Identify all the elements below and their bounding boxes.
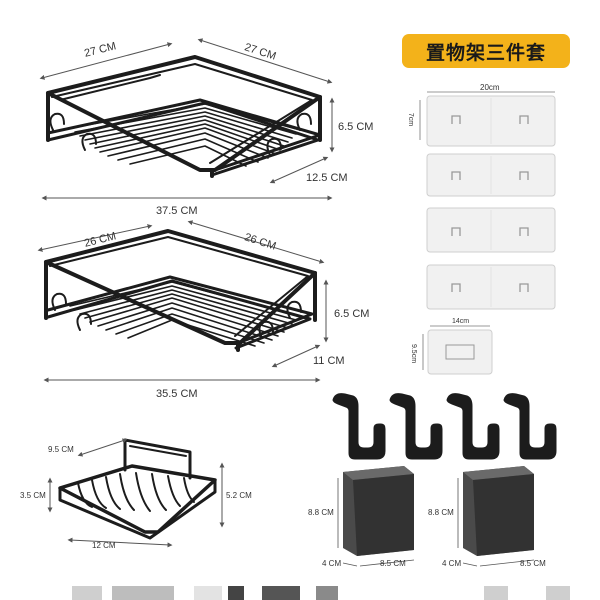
cup1-width: 8.5 CM bbox=[380, 559, 406, 568]
cup2-depth: 4 CM bbox=[442, 559, 462, 568]
hook-1 bbox=[332, 393, 386, 460]
hook-4 bbox=[503, 393, 557, 460]
thumbnail-1[interactable] bbox=[72, 586, 102, 600]
adhesive-pad-small bbox=[427, 329, 493, 375]
thumbnail-6[interactable] bbox=[316, 586, 338, 600]
cup2-width: 8.5 CM bbox=[520, 559, 546, 568]
soap-dish-rack bbox=[58, 438, 217, 540]
adhesive-large-height: 7cm bbox=[407, 112, 415, 127]
shelf2-span: 35.5 CM bbox=[156, 388, 198, 400]
cup1-depth: 4 CM bbox=[322, 559, 342, 568]
storage-cup-1 bbox=[337, 466, 415, 567]
thumbnail-3[interactable] bbox=[194, 586, 222, 600]
adhesive-large-width: 20cm bbox=[480, 83, 500, 92]
soap-width: 12 CM bbox=[92, 541, 116, 550]
thumbnail-5[interactable] bbox=[262, 586, 300, 600]
shelf2-dimension-lines bbox=[37, 220, 329, 383]
adhesive-pad-3 bbox=[426, 207, 556, 253]
soap-depth: 9.5 CM bbox=[48, 445, 74, 454]
storage-cup-2 bbox=[457, 466, 535, 567]
cup1-height: 8.8 CM bbox=[308, 508, 334, 517]
thumbnail-2[interactable] bbox=[112, 586, 174, 600]
title-badge: 置物架三件套 bbox=[402, 34, 570, 68]
adhesive-pad-2 bbox=[426, 153, 556, 197]
adhesive-pad-4 bbox=[426, 264, 556, 310]
adhesive-pad-1 bbox=[426, 95, 556, 147]
storage-cups bbox=[337, 466, 535, 567]
hook-2 bbox=[389, 393, 443, 460]
thumbnail-4[interactable] bbox=[228, 586, 244, 600]
shelf1-depth: 12.5 CM bbox=[306, 172, 348, 184]
cup2-height: 8.8 CM bbox=[428, 508, 454, 517]
thumbnail-7[interactable] bbox=[484, 586, 508, 600]
title-text: 置物架三件套 bbox=[425, 41, 546, 64]
adhesive-small-height: 9.5cm bbox=[410, 343, 418, 364]
shelf2-depth: 11 CM bbox=[313, 355, 345, 367]
shelf1-dimension-lines bbox=[39, 38, 335, 201]
soap-dimension-lines bbox=[47, 438, 225, 548]
soap-height-right: 5.2 CM bbox=[226, 491, 252, 500]
adhesive-small-width: 14cm bbox=[452, 318, 470, 325]
shelf2-height: 6.5 CM bbox=[334, 308, 370, 320]
hook-3 bbox=[446, 393, 500, 460]
soap-height-left: 3.5 CM bbox=[20, 491, 46, 500]
shelf1-span: 37.5 CM bbox=[156, 205, 198, 217]
hooks bbox=[332, 393, 557, 460]
shelf1-height: 6.5 CM bbox=[338, 121, 374, 133]
adhesive-pads bbox=[419, 91, 556, 375]
thumbnail-8[interactable] bbox=[546, 586, 570, 600]
corner-shelf-large bbox=[46, 55, 322, 178]
